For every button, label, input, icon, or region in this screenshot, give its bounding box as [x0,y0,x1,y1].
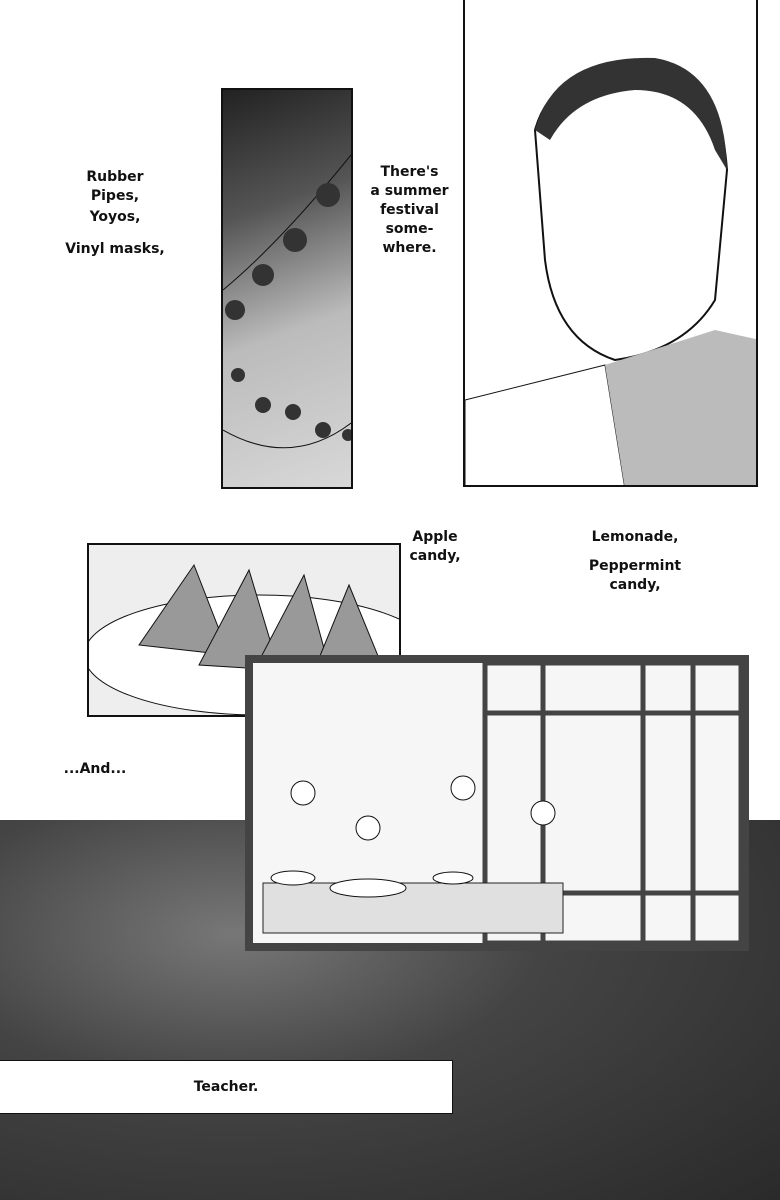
lantern-panel [221,88,353,489]
caption-summer-festival: There's a summer festival some- where. [370,164,449,256]
caption-teacher-box: Teacher. [0,1060,453,1114]
caption-peppermint-candy: Peppermint candy, [588,558,682,593]
family-dinner-illustration [262,660,744,946]
caption-teacher: Teacher. [193,1079,259,1095]
caption-apple-candy: Apple candy, [409,529,461,564]
caption-rubber-pipes: Rubber Pipes, [86,169,144,204]
family-window-panel [245,655,749,951]
lantern-illustration [223,154,351,449]
caption-vinyl-masks: Vinyl masks, [65,241,165,257]
caption-and: ...And... [63,761,127,777]
teacher-portrait-panel [463,0,758,487]
caption-lemonade: Lemonade, [591,529,679,545]
caption-yoyos: Yoyos, [89,209,141,225]
man-illustration [465,57,756,485]
